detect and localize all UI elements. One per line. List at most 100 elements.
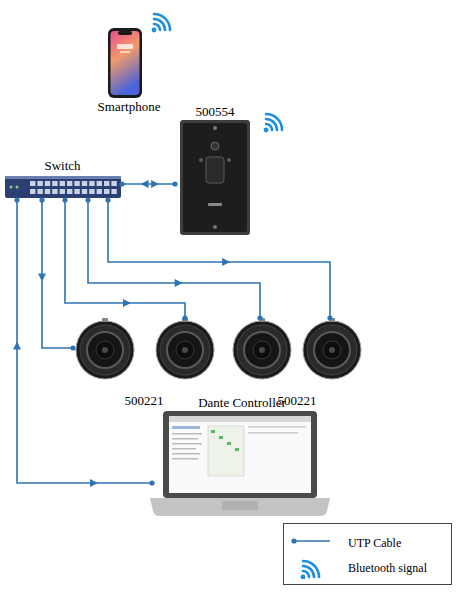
bluetooth-icon xyxy=(301,561,319,579)
switch-port xyxy=(45,189,50,194)
wall-panel-illustration xyxy=(180,120,250,235)
switch-port xyxy=(37,189,42,194)
switch-port xyxy=(89,189,94,194)
laptop-illustration xyxy=(172,438,198,440)
switch-port xyxy=(60,189,65,194)
cable-end xyxy=(172,181,177,186)
smartphone-illustration xyxy=(108,28,142,98)
smartphone-illustration xyxy=(120,51,130,53)
legend-box: UTP CableBluetooth signal xyxy=(283,523,452,585)
laptop-illustration xyxy=(169,416,311,493)
switch-port xyxy=(74,189,79,194)
wall-panel-illustration xyxy=(208,203,222,206)
laptop-illustration xyxy=(248,426,306,428)
cable-sample xyxy=(294,540,330,542)
switch-port xyxy=(67,189,72,194)
speaker-illustration xyxy=(156,318,214,379)
utp-cable xyxy=(88,200,260,318)
speaker-pair-node: 500221 xyxy=(230,318,364,408)
device-label: 500554 xyxy=(175,104,255,119)
utp-cable xyxy=(38,197,76,350)
laptop-illustration xyxy=(172,443,202,445)
laptop-base xyxy=(150,498,330,516)
arrow-head xyxy=(175,279,183,287)
legend-sample xyxy=(290,557,334,579)
wall-panel-illustration xyxy=(213,126,217,130)
laptop-illustration xyxy=(208,426,244,476)
laptop-illustration xyxy=(172,426,200,429)
wall-panel-illustration xyxy=(199,158,203,162)
laptop-illustration xyxy=(172,458,198,460)
network-switch-illustration xyxy=(5,176,121,179)
switch-port xyxy=(104,181,109,186)
cable-end xyxy=(62,197,67,202)
utp-cable xyxy=(108,200,330,318)
network-switch-illustration xyxy=(16,186,19,189)
wall-panel-illustration xyxy=(211,142,219,150)
laptop-illustration xyxy=(169,416,311,422)
switch-port xyxy=(52,181,57,186)
network-switch-illustration xyxy=(10,186,13,189)
utp-cable xyxy=(65,200,185,318)
switch-node: Switch xyxy=(3,158,122,200)
switch-port xyxy=(52,189,57,194)
laptop-illustration xyxy=(172,453,200,455)
switch-port xyxy=(37,181,42,186)
laptop-illustration xyxy=(248,432,298,434)
wall-panel-illustration xyxy=(227,158,231,162)
switch-port xyxy=(30,181,35,186)
cable-end xyxy=(105,197,110,202)
cable-end xyxy=(70,345,75,350)
bluetooth-icon xyxy=(152,14,170,32)
cable-end xyxy=(327,315,332,320)
switch-port xyxy=(111,181,116,186)
legend-label: Bluetooth signal xyxy=(348,561,427,575)
switch-port xyxy=(45,181,50,186)
switch-port xyxy=(97,181,102,186)
arrow-head xyxy=(13,342,21,350)
laptop-illustration xyxy=(235,448,239,451)
wall-panel-illustration xyxy=(180,120,250,235)
arrow-head xyxy=(38,273,46,281)
device-node: 500554 xyxy=(175,104,255,236)
utp-cable xyxy=(105,197,332,320)
legend-sample xyxy=(290,532,334,554)
laptop-illustration xyxy=(172,433,202,435)
controller-node: Dante Controller xyxy=(152,395,332,517)
wall-panel-illustration xyxy=(213,225,217,229)
cable-end xyxy=(182,315,187,320)
utp-cable xyxy=(85,197,262,320)
laptop-illustration xyxy=(172,448,196,450)
cable-end xyxy=(119,181,124,186)
cable-end xyxy=(257,315,262,320)
switch-port xyxy=(111,189,116,194)
arrow-head xyxy=(90,479,98,487)
speaker-pair-node: 500221 xyxy=(73,318,215,408)
laptop-illustration xyxy=(163,411,317,498)
smartphone-illustration xyxy=(117,44,133,49)
wall-panel-illustration xyxy=(206,157,224,183)
switch-port xyxy=(67,181,72,186)
utp-cable xyxy=(62,197,187,320)
arrow-head xyxy=(151,180,159,188)
cable-end xyxy=(149,480,154,485)
legend-row: Bluetooth signal xyxy=(284,557,451,579)
switch-port xyxy=(60,181,65,186)
smartphone-illustration xyxy=(111,31,140,95)
laptop-illustration xyxy=(227,442,231,445)
laptop-illustration xyxy=(219,436,223,439)
smartphone-illustration xyxy=(118,31,132,35)
arrow-head xyxy=(222,258,230,266)
legend-row: UTP Cable xyxy=(284,532,451,554)
switch-port xyxy=(82,189,87,194)
switch-port xyxy=(97,189,102,194)
speaker-illustration xyxy=(303,318,361,379)
switch-port xyxy=(89,181,94,186)
device-label: Smartphone xyxy=(83,99,175,114)
laptop-illustration xyxy=(163,411,317,498)
utp-cable xyxy=(17,200,152,483)
switch-port xyxy=(30,189,35,194)
